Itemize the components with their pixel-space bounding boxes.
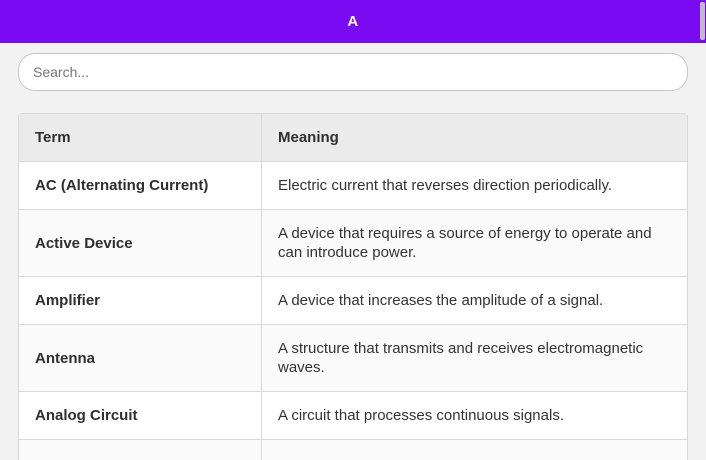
meaning-cell: A circuit that processes continuous sign…: [261, 391, 688, 440]
term-cell: AC (Alternating Current): [18, 161, 262, 210]
table-row: Antenna A structure that transmits and r…: [18, 324, 688, 392]
glossary-table: Term Meaning AC (Alternating Current) El…: [18, 113, 688, 460]
meaning-cell: A device that requires a source of energ…: [261, 209, 688, 277]
table-header-row: Term Meaning: [18, 113, 688, 162]
table-row: AC (Alternating Current) Electric curren…: [18, 161, 688, 210]
meaning-cell: A structure that transmits and receives …: [261, 324, 688, 392]
meaning-cell: A device that increases the amplitude of…: [261, 276, 688, 325]
search-input[interactable]: [18, 53, 688, 91]
app-header: A: [0, 0, 706, 43]
table-row: Amplifier A device that increases the am…: [18, 276, 688, 325]
term-cell: [18, 439, 262, 460]
meaning-cell: [261, 439, 688, 460]
table-row-partial: [18, 439, 688, 460]
main-content: Term Meaning AC (Alternating Current) El…: [0, 53, 706, 460]
meaning-cell: Electric current that reverses direction…: [261, 161, 688, 210]
term-cell: Antenna: [18, 324, 262, 392]
scrollbar-thumb[interactable]: [700, 2, 705, 40]
column-header-meaning: Meaning: [261, 113, 688, 162]
table-row: Analog Circuit A circuit that processes …: [18, 391, 688, 440]
term-cell: Amplifier: [18, 276, 262, 325]
column-header-term: Term: [18, 113, 262, 162]
table-row: Active Device A device that requires a s…: [18, 209, 688, 277]
page-title: A: [347, 13, 359, 30]
term-cell: Active Device: [18, 209, 262, 277]
term-cell: Analog Circuit: [18, 391, 262, 440]
